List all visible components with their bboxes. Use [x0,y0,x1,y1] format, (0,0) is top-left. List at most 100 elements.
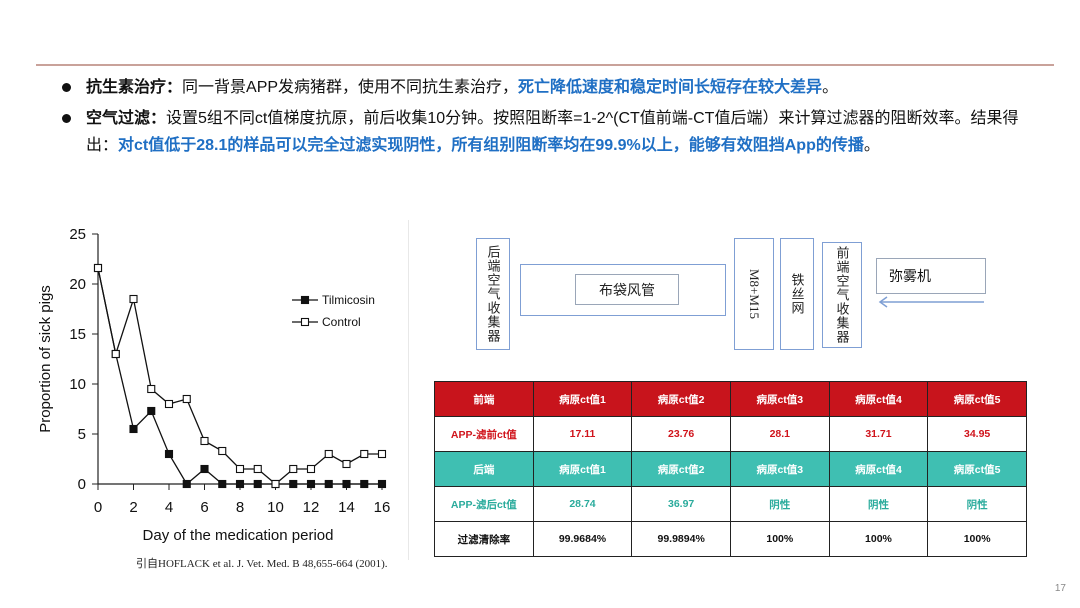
y-tick-label: 0 [78,476,86,493]
table-cell: 病原ct值3 [729,381,830,417]
data-point [289,464,298,474]
data-point [360,449,369,459]
data-point [324,479,333,489]
duct-box: 布袋风管 [520,264,726,316]
x-tick-label: 6 [200,499,208,516]
table-cell: 100% [828,521,929,557]
airflow-arrow-icon [878,296,984,308]
top-divider [36,64,1054,66]
table-cell: 28.1 [729,416,830,452]
table-cell: 病原ct值1 [532,451,633,487]
bullet-lead: 抗生素治疗： [86,79,183,96]
x-tick-label: 10 [267,499,284,516]
bullet-text: 同一背景APP发病猪群，使用不同抗生素治疗， [182,79,519,96]
table-cell: 17.11 [532,416,633,452]
bullet-antibiotic: 抗生素治疗：同一背景APP发病猪群，使用不同抗生素治疗，死亡降低速度和稳定时间长… [60,74,1050,101]
bullet-highlight: 死亡降低速度和稳定时间长短存在较大差异 [518,79,823,96]
data-point [129,294,138,304]
table-cell: 病原ct值2 [631,381,731,417]
data-point [129,424,138,434]
table-cell: 病原ct值2 [631,451,731,487]
table-row-header: APP-滤前ct值 [434,416,534,452]
data-point [324,449,333,459]
table-row-header: 后端 [434,451,534,487]
data-point [164,449,174,459]
bullet-lead: 空气过滤： [86,110,167,127]
table-cell: 99.9684% [532,521,633,557]
table-cell: 36.97 [631,486,731,522]
y-tick-label: 5 [78,426,86,443]
data-point [147,406,156,416]
x-tick-label: 16 [374,499,391,516]
table-cell: 病原ct值5 [927,381,1027,417]
bullet-dot-icon [62,83,71,92]
table-row-header: APP-滤后ct值 [434,486,534,522]
data-point [289,479,298,489]
data-point [218,479,227,489]
data-point [164,399,174,409]
table-cell: 阴性 [729,486,830,522]
x-axis-label: Day of the medication period [143,527,334,544]
data-point [342,459,351,469]
data-point [182,479,191,489]
bullet-dot-icon [62,114,71,123]
legend-marker [300,295,310,305]
y-tick-label: 25 [69,226,86,243]
table-cell: 100% [729,521,830,557]
page-number: 17 [1054,583,1066,594]
table-cell: 病原ct值1 [532,381,633,417]
bullet-tail: 。 [863,137,880,154]
table-cell: 100% [927,521,1027,557]
data-point [271,479,280,489]
y-tick-label: 10 [69,376,86,393]
x-tick-label: 8 [236,499,244,516]
table-cell: 28.74 [532,486,633,522]
data-point [147,384,156,394]
data-point [93,263,103,273]
bullet-tail: 。 [822,79,839,96]
table-row-header: 过滤清除率 [434,521,534,557]
x-tick-label: 14 [338,499,355,516]
data-point [306,464,316,474]
legend-label: Tilmicosin [322,293,375,307]
table-row-header: 前端 [434,381,534,417]
table-cell: 阴性 [828,486,929,522]
x-tick-label: 12 [303,499,320,516]
y-tick-label: 15 [69,326,86,343]
bullet-highlight: 对ct值低于28.1的样品可以完全过滤实现阴性，所有组别阻断率均在99.9%以上… [118,137,864,154]
table-cell: 病原ct值3 [729,451,830,487]
legend-label: Control [322,315,361,329]
table-cell: 病原ct值5 [927,451,1027,487]
table-cell: 23.76 [631,416,731,452]
table-cell: 34.95 [927,416,1027,452]
data-point [253,464,262,474]
atomizer-box: 弥雾机 [876,258,986,294]
duct-label: 布袋风管 [575,274,679,305]
filter-box: M8+M15 [734,238,774,350]
front-collector-box: 前端空气收集器 [822,242,862,348]
rear-collector-box: 后端空气收集器 [476,238,510,350]
data-point [200,436,209,446]
vertical-divider [408,220,409,560]
data-point [182,394,191,404]
data-point [377,449,387,459]
legend-marker [300,317,310,327]
data-point [377,479,387,489]
x-tick-label: 0 [94,499,102,516]
wire-mesh-box: 铁丝网 [780,238,814,350]
x-tick-label: 2 [129,499,137,516]
citation: 引自HOFLACK et al. J. Vet. Med. B 48,655-6… [136,558,388,570]
bullet-list: 抗生素治疗：同一背景APP发病猪群，使用不同抗生素治疗，死亡降低速度和稳定时间长… [60,74,1050,163]
data-point [111,349,120,359]
x-tick-label: 4 [165,499,173,516]
table-cell: 99.9894% [631,521,731,557]
table-cell: 阴性 [927,486,1027,522]
data-point [306,479,316,489]
